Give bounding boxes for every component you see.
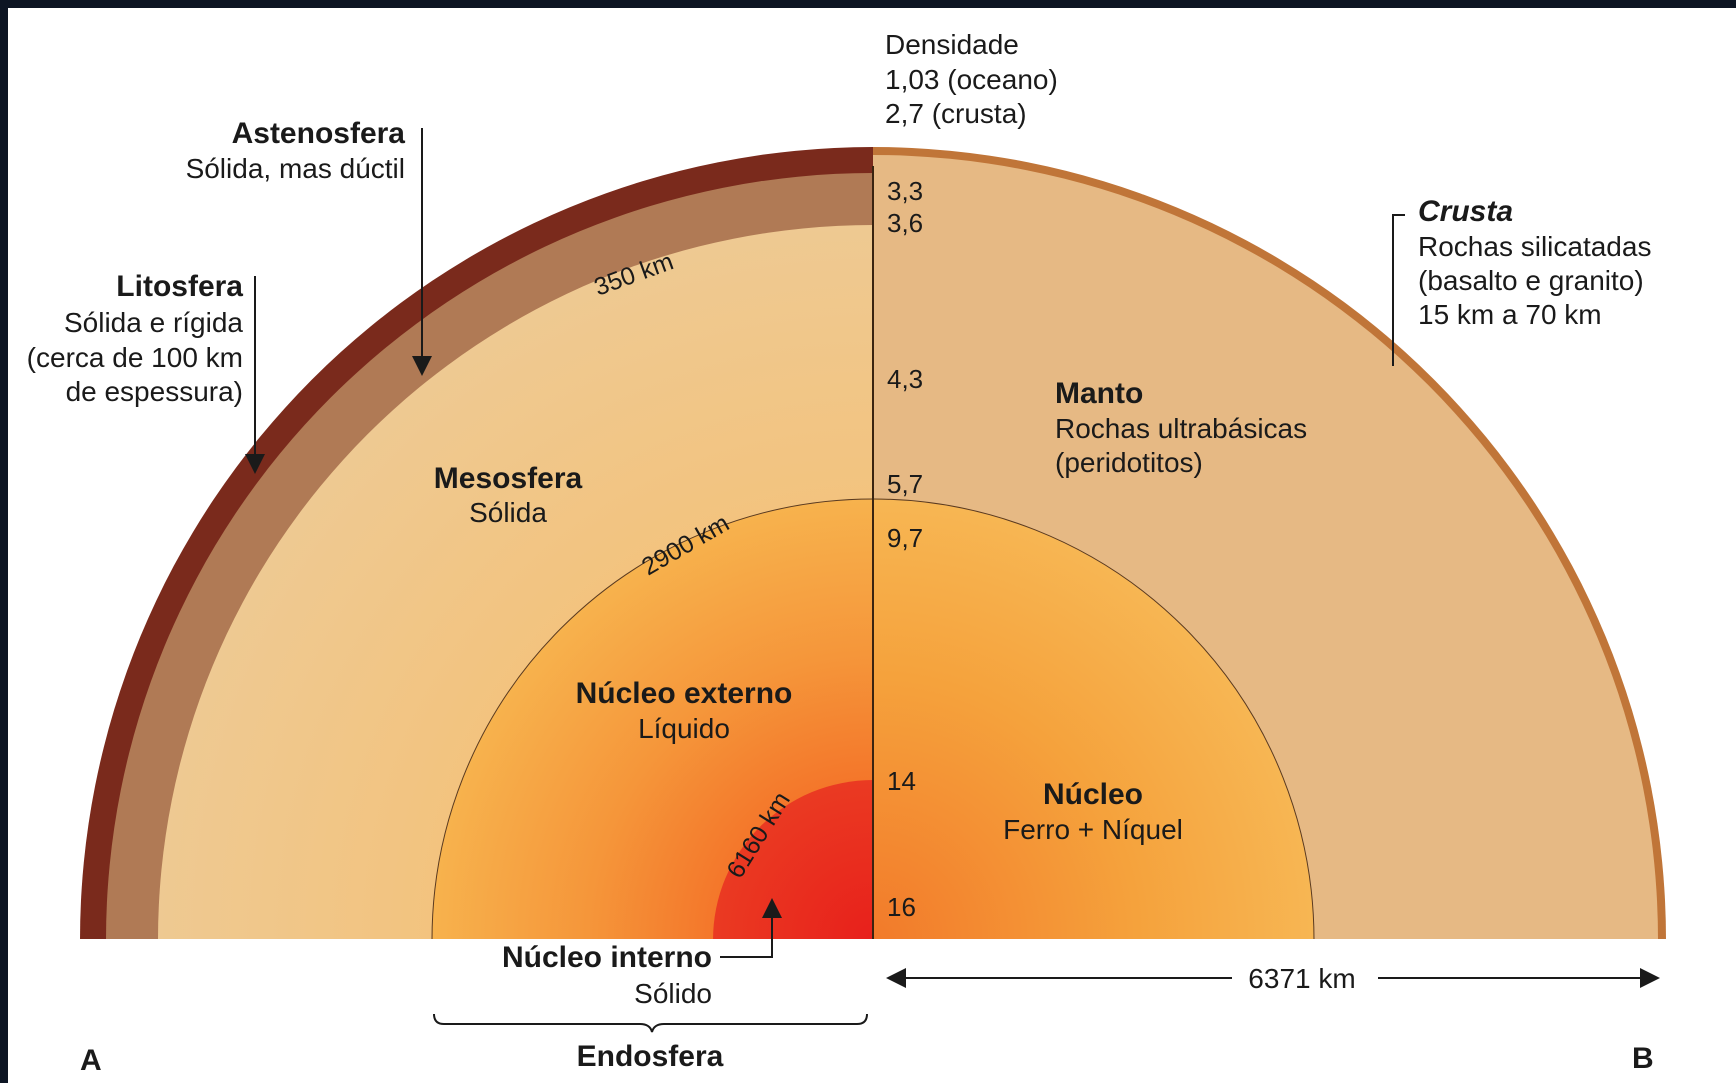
- lithosphere-desc-line: (cerca de 100 km: [27, 342, 243, 373]
- outer-core-desc: Líquido: [638, 713, 730, 744]
- inner-core-title: Núcleo interno: [502, 941, 712, 974]
- crust-desc-line: Rochas silicatadas: [1418, 231, 1651, 262]
- density-crust: 2,7 (crusta): [885, 98, 1027, 129]
- inner-core-desc: Sólido: [634, 978, 712, 1009]
- density-value: 5,7: [887, 469, 923, 499]
- crust-title: Crusta: [1418, 195, 1513, 228]
- outer-core-title: Núcleo externo: [576, 677, 793, 710]
- endosphere-bracket: [433, 1013, 868, 1033]
- left-half-layers: [80, 147, 873, 940]
- core-title: Núcleo: [1043, 778, 1143, 811]
- corner-a-label: A: [80, 1044, 102, 1077]
- corner-b-label: B: [1632, 1042, 1654, 1075]
- density-value: 14: [887, 766, 916, 796]
- lithosphere-desc-line: Sólida e rígida: [64, 307, 243, 338]
- density-value: 16: [887, 892, 916, 922]
- mantle-title: Manto: [1055, 377, 1143, 410]
- inner-core-callout: Núcleo interno Sólido: [502, 898, 782, 1009]
- inner-core-pointer: [720, 898, 782, 958]
- endosphere-label: Endosfera: [577, 1040, 724, 1073]
- crust-desc-line: 15 km a 70 km: [1418, 299, 1602, 330]
- density-value: 3,3: [887, 176, 923, 206]
- mesosphere-desc: Sólida: [469, 497, 547, 528]
- endosphere-brace: Endosfera: [433, 1013, 868, 1073]
- crust-desc-line: (basalto e granito): [1418, 265, 1644, 296]
- core-layer: [873, 498, 1315, 940]
- mantle-desc-line: Rochas ultrabásicas: [1055, 413, 1307, 444]
- mantle-desc-line: (peridotitos): [1055, 447, 1203, 478]
- density-scale: Densidade 1,03 (oceano) 2,7 (crusta) 3,3…: [885, 29, 1058, 922]
- asthenosphere-callout: Astenosfera Sólida, mas dúctil: [186, 117, 432, 376]
- density-ocean: 1,03 (oceano): [885, 64, 1058, 95]
- density-value: 9,7: [887, 523, 923, 553]
- density-value: 4,3: [887, 364, 923, 394]
- crust-pointer: [1392, 214, 1405, 366]
- inner-core-layer: [713, 780, 873, 940]
- asthenosphere-title: Astenosfera: [232, 117, 406, 150]
- radius-measure: 6371 km: [886, 963, 1660, 994]
- crust-callout: Crusta Rochas silicatadas (basalto e gra…: [1392, 195, 1651, 366]
- radius-label: 6371 km: [1248, 963, 1355, 994]
- lithosphere-desc-line: de espessura): [66, 376, 243, 407]
- density-title: Densidade: [885, 29, 1019, 60]
- right-half-layers: [873, 147, 1666, 940]
- lithosphere-callout: Litosfera Sólida e rígida (cerca de 100 …: [27, 270, 265, 474]
- mesosphere-title: Mesosfera: [434, 462, 583, 495]
- lithosphere-title: Litosfera: [116, 270, 243, 303]
- density-value: 3,6: [887, 208, 923, 238]
- asthenosphere-desc: Sólida, mas dúctil: [186, 153, 405, 184]
- core-desc: Ferro + Níquel: [1003, 814, 1183, 845]
